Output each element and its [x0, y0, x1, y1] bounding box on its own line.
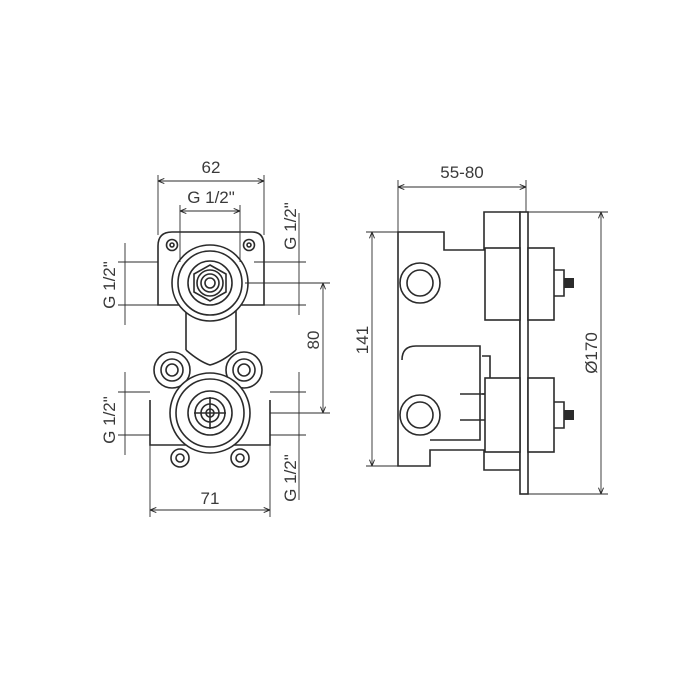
dim-right-lower-thread: G 1/2" [281, 454, 300, 502]
side-upper-port [399, 262, 441, 304]
dim-top-width: 62 [202, 158, 221, 177]
dim-depth: 55-80 [440, 163, 483, 182]
upper-escutcheon [484, 247, 521, 321]
dim-center-spacing: 80 [304, 331, 323, 350]
mount-hole-bottom-right [230, 448, 250, 468]
front-view [149, 231, 271, 468]
side-lower-port [399, 394, 441, 436]
lower-spindle [564, 410, 574, 420]
side-port-left [153, 351, 191, 389]
dim-right-upper-thread: G 1/2" [281, 202, 300, 250]
upper-valve-nut [193, 264, 227, 302]
dim-body-height: 141 [353, 326, 372, 354]
mount-hole-bottom-left [170, 448, 190, 468]
front-dimensions: 62 G 1/2" G 1/2" G 1/2" 80 G 1/2" G 1/2" [100, 158, 330, 517]
upper-bracket [157, 231, 265, 306]
lower-valve-cross [194, 397, 226, 429]
mount-hole-top-left [165, 238, 179, 252]
side-view [397, 211, 574, 495]
upper-valve-outer [171, 244, 249, 322]
lower-escutcheon [484, 377, 521, 453]
upper-handle [527, 247, 555, 321]
cartridge-block [401, 345, 481, 441]
upper-spindle [564, 278, 574, 288]
side-dimensions: 55-80 141 Ø170 [353, 163, 608, 495]
mount-hole-top-right [242, 238, 256, 252]
dim-left-lower-thread: G 1/2" [100, 396, 119, 444]
wall-plate [519, 211, 529, 495]
dim-left-upper-thread: G 1/2" [100, 261, 119, 309]
lower-handle [527, 377, 555, 453]
dim-bottom-width: 71 [201, 489, 220, 508]
dim-plate-diameter: Ø170 [582, 332, 601, 374]
side-port-right [225, 351, 263, 389]
dim-top-thread: G 1/2" [187, 188, 235, 207]
